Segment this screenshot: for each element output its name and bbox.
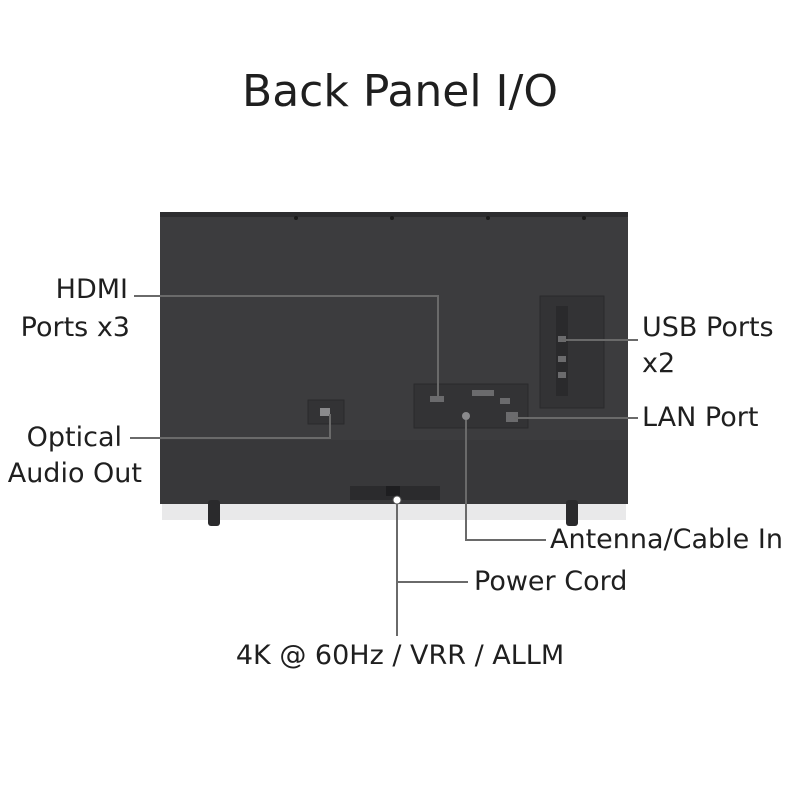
optical-leader <box>130 414 331 439</box>
side-port-strip <box>556 306 568 396</box>
usb-label: USB Ports x2 <box>642 310 774 382</box>
feature-footer: 4K @ 60Hz / VRR / ALLM <box>235 640 565 671</box>
power-label: Power Cord <box>474 566 628 597</box>
optical-label-2: Audio Out <box>8 456 142 492</box>
power-cord-dot <box>392 495 402 505</box>
page-title: Back Panel I/O <box>242 66 558 117</box>
tv-shadow <box>162 504 626 520</box>
antenna-leader <box>465 420 546 541</box>
right-foot <box>566 500 578 526</box>
hdmi-label-2: Ports x3 <box>21 310 130 346</box>
hdmi-ports <box>430 390 510 404</box>
optical-label-line2: Audio Out <box>7 458 142 489</box>
optical-port <box>320 408 330 416</box>
leader-lines <box>130 295 638 636</box>
hdmi-label: HDMI <box>56 272 128 308</box>
left-foot <box>208 500 220 526</box>
antenna-label: Antenna/Cable In <box>550 524 783 555</box>
tv-top-edge <box>160 212 628 217</box>
power-socket <box>386 486 400 496</box>
optical-label-line1: Optical <box>26 422 122 453</box>
top-screws <box>294 216 586 220</box>
usb-label-line1: USB Ports <box>642 312 774 343</box>
usb-label-line2: x2 <box>642 348 676 379</box>
hdmi-label-line1: HDMI <box>55 274 128 305</box>
hdmi-label-line2: Ports x3 <box>20 312 130 343</box>
lan-label: LAN Port <box>642 402 759 433</box>
lan-port <box>506 412 518 422</box>
tv-back-panel <box>160 212 628 504</box>
tv-lower-housing <box>160 440 628 504</box>
optical-label: Optical <box>27 420 122 456</box>
hdmi-leader <box>134 295 439 396</box>
antenna-port <box>462 412 470 420</box>
side-port-panel <box>539 295 605 409</box>
